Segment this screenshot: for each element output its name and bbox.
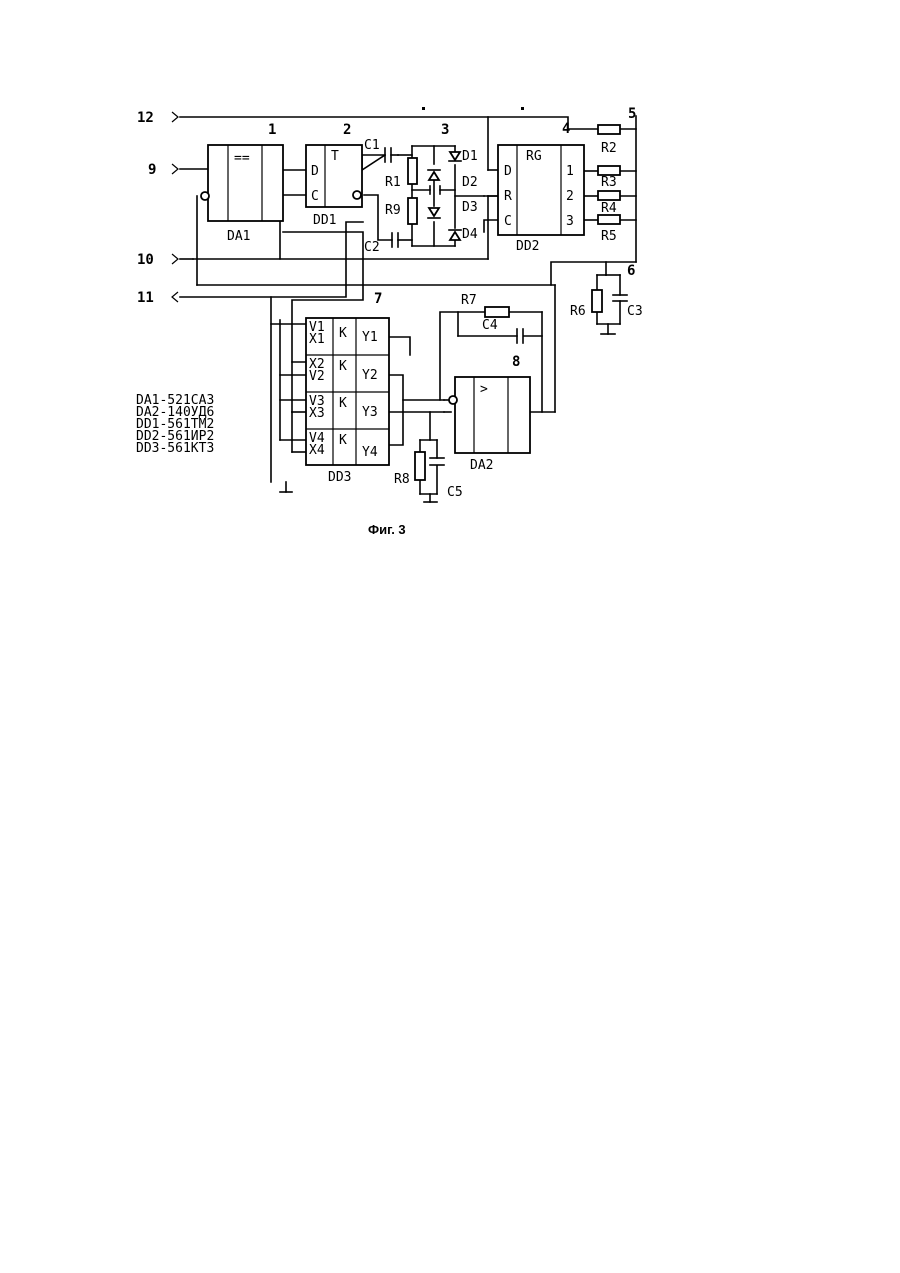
r8-label: R8	[394, 472, 410, 487]
dd3-x1: X1	[309, 332, 325, 347]
r7-label: R7	[461, 293, 477, 308]
dd3-y2: Y2	[362, 368, 378, 383]
r3-label: R3	[601, 175, 617, 190]
dd3-name: DD3	[328, 470, 351, 485]
terminal-12: 12	[137, 110, 154, 126]
dd2-name: DD2	[516, 239, 539, 254]
dd3-y4: Y4	[362, 445, 378, 460]
dd1-pin-d: D	[311, 164, 319, 179]
dd2-out-1: 1	[566, 164, 574, 179]
legend-line-5: DD3-561KT3	[136, 441, 214, 456]
dd2-pin-r: R	[504, 189, 512, 204]
dd2-out-3: 3	[566, 214, 574, 229]
block-number-2: 2	[343, 122, 351, 138]
c1-label: C1	[364, 138, 380, 153]
da2-name: DA2	[470, 458, 493, 473]
c4-label: C4	[482, 318, 498, 333]
dd1-name: DD1	[313, 213, 336, 228]
da2-opamp	[449, 377, 530, 453]
dd3-y3: Y3	[362, 405, 378, 420]
dd2-out-2: 2	[566, 189, 574, 204]
dd3-v2: V2	[309, 369, 325, 384]
d3-label: D3	[462, 200, 478, 215]
block-number-7: 7	[374, 291, 382, 307]
dd1-pin-c: C	[311, 189, 319, 204]
c3-label: C3	[627, 304, 643, 319]
r2-label: R2	[601, 141, 617, 156]
d2-label: D2	[462, 175, 478, 190]
block-number-3: 3	[441, 122, 449, 138]
terminal-9: 9	[148, 162, 156, 178]
c2-label: C2	[364, 240, 380, 255]
r9-label: R9	[385, 203, 401, 218]
terminal-6: 6	[627, 263, 635, 279]
r4-label: R4	[601, 201, 617, 216]
dd3-k1: K	[339, 326, 347, 341]
da2-symbol: >	[480, 382, 488, 397]
r1-label: R1	[385, 175, 401, 190]
c5-label: C5	[447, 485, 463, 500]
terminal-5: 5	[628, 106, 636, 122]
r5-label: R5	[601, 229, 617, 244]
dd3-y1: Y1	[362, 330, 378, 345]
dd3-k4: K	[339, 433, 347, 448]
dd3-x3: X3	[309, 406, 325, 421]
terminal-arrows	[172, 112, 178, 302]
dd3-x4: X4	[309, 443, 325, 458]
d1-label: D1	[462, 149, 478, 164]
terminal-10: 10	[137, 252, 154, 268]
terminal-11: 11	[137, 290, 154, 306]
r6-label: R6	[570, 304, 586, 319]
da1-name: DA1	[227, 229, 250, 244]
da1-symbol: ==	[234, 151, 250, 166]
dd3-k3: K	[339, 396, 347, 411]
block-number-1: 1	[268, 122, 276, 138]
dd2-title: RG	[526, 149, 542, 164]
terminal-4: 4	[562, 121, 570, 137]
dd3-k2: K	[339, 359, 347, 374]
dd2-pin-c: C	[504, 214, 512, 229]
dd2-pin-d: D	[504, 164, 512, 179]
block-number-8: 8	[512, 354, 520, 370]
dd1-title: T	[331, 149, 339, 164]
junction-dots	[422, 107, 524, 110]
d4-label: D4	[462, 227, 478, 242]
figure-caption: Фиг. 3	[368, 522, 406, 537]
